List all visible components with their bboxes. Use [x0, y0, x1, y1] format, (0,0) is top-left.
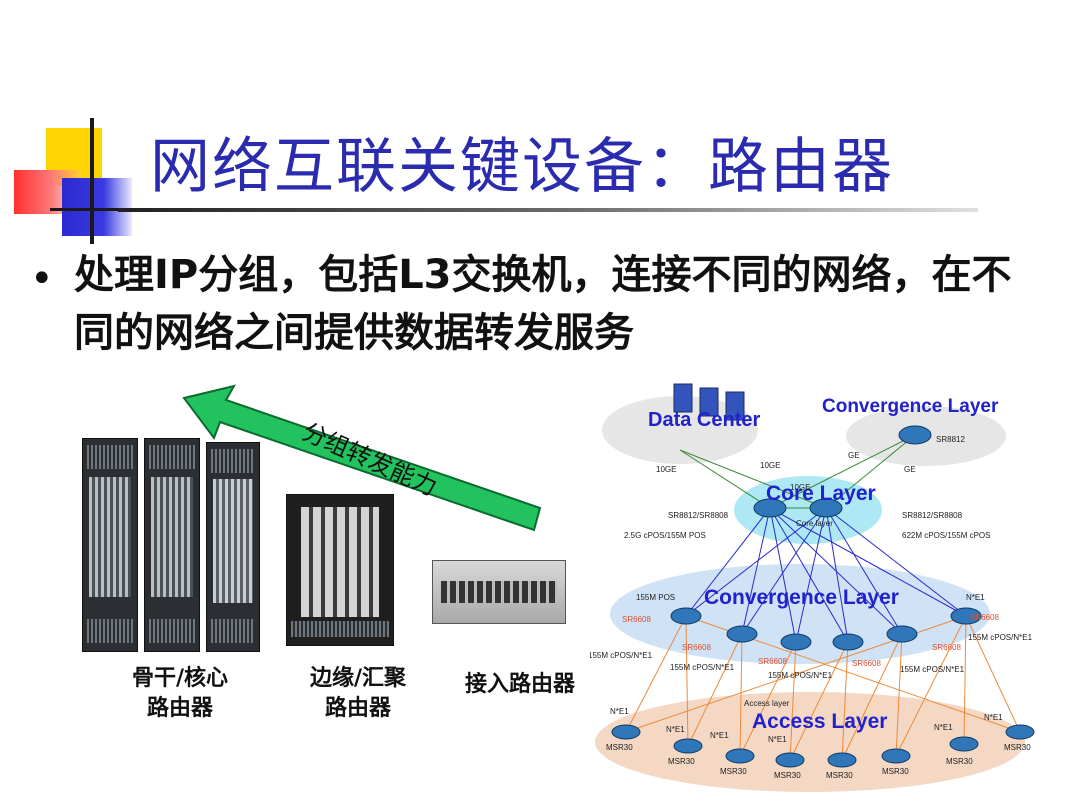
svg-text:N*E1: N*E1: [966, 593, 985, 602]
backbone-router-rack-2: [144, 438, 200, 652]
svg-text:MSR30: MSR30: [946, 757, 973, 766]
svg-text:10GE: 10GE: [656, 465, 676, 474]
svg-text:SR6608: SR6608: [932, 643, 961, 652]
label-convergence-mid: Convergence Layer: [704, 586, 899, 609]
svg-text:N*E1: N*E1: [934, 723, 953, 732]
backbone-router-rack-3: [206, 442, 260, 652]
svg-text:SR6608: SR6608: [970, 613, 999, 622]
svg-text:155M cPOS/N*E1: 155M cPOS/N*E1: [590, 651, 653, 660]
label-data-center: Data Center: [648, 409, 760, 431]
svg-text:Core layer: Core layer: [796, 519, 833, 528]
title-ornament-blue: [62, 178, 132, 236]
backbone-router-rack-1: [82, 438, 138, 652]
svg-text:155M cPOS/N*E1: 155M cPOS/N*E1: [768, 671, 833, 680]
device-label-backbone: 骨干/核心 路由器: [131, 666, 229, 721]
svg-text:MSR30: MSR30: [882, 767, 909, 776]
bullet-marker: •: [30, 256, 54, 302]
svg-text:155M cPOS/N*E1: 155M cPOS/N*E1: [968, 633, 1033, 642]
access-router-device: [432, 560, 566, 624]
svg-text:Access layer: Access layer: [744, 699, 790, 708]
bullet-text: 处理IP分组，包括L3交换机，连接不同的网络，在不同的网络之间提供数据转发服务: [74, 252, 1012, 356]
svg-text:SR6608: SR6608: [682, 643, 711, 652]
svg-text:622M cPOS/155M cPOS: 622M cPOS/155M cPOS: [902, 531, 990, 540]
title-ornament-vertical-line: [90, 118, 94, 244]
svg-text:N*E1: N*E1: [768, 735, 787, 744]
edge-router-chassis: [286, 494, 394, 646]
forwarding-capacity-arrow: [182, 384, 542, 532]
svg-text:N*E1: N*E1: [610, 707, 629, 716]
svg-text:SR8812: SR8812: [936, 435, 965, 444]
svg-text:MSR30: MSR30: [826, 771, 853, 780]
svg-text:2.5G cPOS/155M POS: 2.5G cPOS/155M POS: [624, 531, 706, 540]
label-convergence-top: Convergence Layer: [822, 396, 999, 417]
device-label-edge: 边缘/汇聚 路由器: [309, 666, 407, 721]
svg-text:SR6608: SR6608: [758, 657, 787, 666]
label-access-layer: Access Layer: [752, 710, 887, 733]
svg-text:155M cPOS/N*E1: 155M cPOS/N*E1: [900, 665, 965, 674]
svg-text:GE: GE: [904, 465, 916, 474]
svg-text:10GE: 10GE: [790, 483, 810, 492]
svg-text:MSR30: MSR30: [606, 743, 633, 752]
svg-text:MSR30: MSR30: [668, 757, 695, 766]
svg-text:N*E1: N*E1: [666, 725, 685, 734]
svg-text:N*E1: N*E1: [710, 731, 729, 740]
svg-text:10GE: 10GE: [760, 461, 780, 470]
svg-text:SR6608: SR6608: [852, 659, 881, 668]
title-underline: [118, 208, 978, 212]
device-label-access: 接入路由器: [464, 672, 575, 697]
svg-text:SR6608: SR6608: [622, 615, 651, 624]
svg-text:MSR30: MSR30: [720, 767, 747, 776]
svg-text:SR8812/SR8808: SR8812/SR8808: [902, 511, 963, 520]
network-topology-diagram: Data Center Convergence Layer Core Layer…: [590, 383, 1035, 792]
label-core-layer: Core Layer: [766, 482, 876, 505]
svg-text:155M POS: 155M POS: [636, 593, 675, 602]
svg-text:MSR30: MSR30: [1004, 743, 1031, 752]
slide-title: 网络互联关键设备：路由器: [150, 132, 894, 202]
svg-text:155M cPOS/N*E1: 155M cPOS/N*E1: [670, 663, 735, 672]
svg-text:SR8812/SR8808: SR8812/SR8808: [668, 511, 729, 520]
svg-text:MSR30: MSR30: [774, 771, 801, 780]
title-ornament-horizontal-line: [50, 208, 120, 211]
svg-text:N*E1: N*E1: [984, 713, 1003, 722]
svg-text:GE: GE: [848, 451, 860, 460]
